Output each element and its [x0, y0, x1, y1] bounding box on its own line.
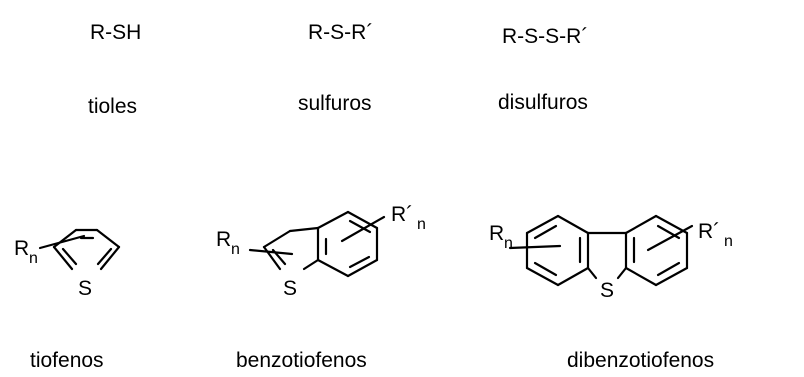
benzothiophene-r-prime-substituent: R´: [391, 203, 413, 226]
sulfide-formula: R-S-R´: [308, 21, 374, 44]
thiol-formula: R-SH: [90, 21, 142, 44]
disulfide-formula: R-S-S-R´: [502, 25, 589, 48]
dibenzothiophene-r-prime-substituent: R´: [698, 220, 720, 243]
thiophene-r-substituent: R: [14, 237, 29, 260]
benzothiophene-r-prime-subscript: n: [417, 216, 426, 233]
thiophene-structure: [38, 228, 121, 271]
thiophenes-label: tiofenos: [30, 349, 104, 372]
sulfides-label: sulfuros: [298, 92, 372, 115]
atom-labels: S R n S R n R´ n S R n R´ n: [14, 203, 733, 302]
dibenzothiophene-r-prime-subscript: n: [724, 233, 733, 250]
thiophene-sulfur-atom: S: [78, 277, 92, 300]
benzothiophene-r-subscript: n: [231, 241, 240, 258]
disulfides-label: disulfuros: [498, 91, 588, 114]
benzothiophene-sulfur-atom: S: [283, 277, 297, 300]
dibenzothiophene-r-substituent: R: [489, 222, 504, 245]
dibenzothiophene-sulfur-atom: S: [600, 279, 614, 302]
thiophene-r-subscript: n: [29, 250, 38, 267]
dibenzothiophene-r-subscript: n: [504, 235, 513, 252]
dibenzothiophene-structure: [508, 214, 694, 287]
dibenzothiophenes-label: dibenzotiofenos: [567, 349, 715, 372]
benzothiophenes-label: benzotiofenos: [236, 349, 367, 372]
thiols-label: tioles: [88, 95, 138, 118]
benzothiophene-structure: [248, 210, 386, 278]
benzothiophene-r-substituent: R: [216, 228, 231, 251]
